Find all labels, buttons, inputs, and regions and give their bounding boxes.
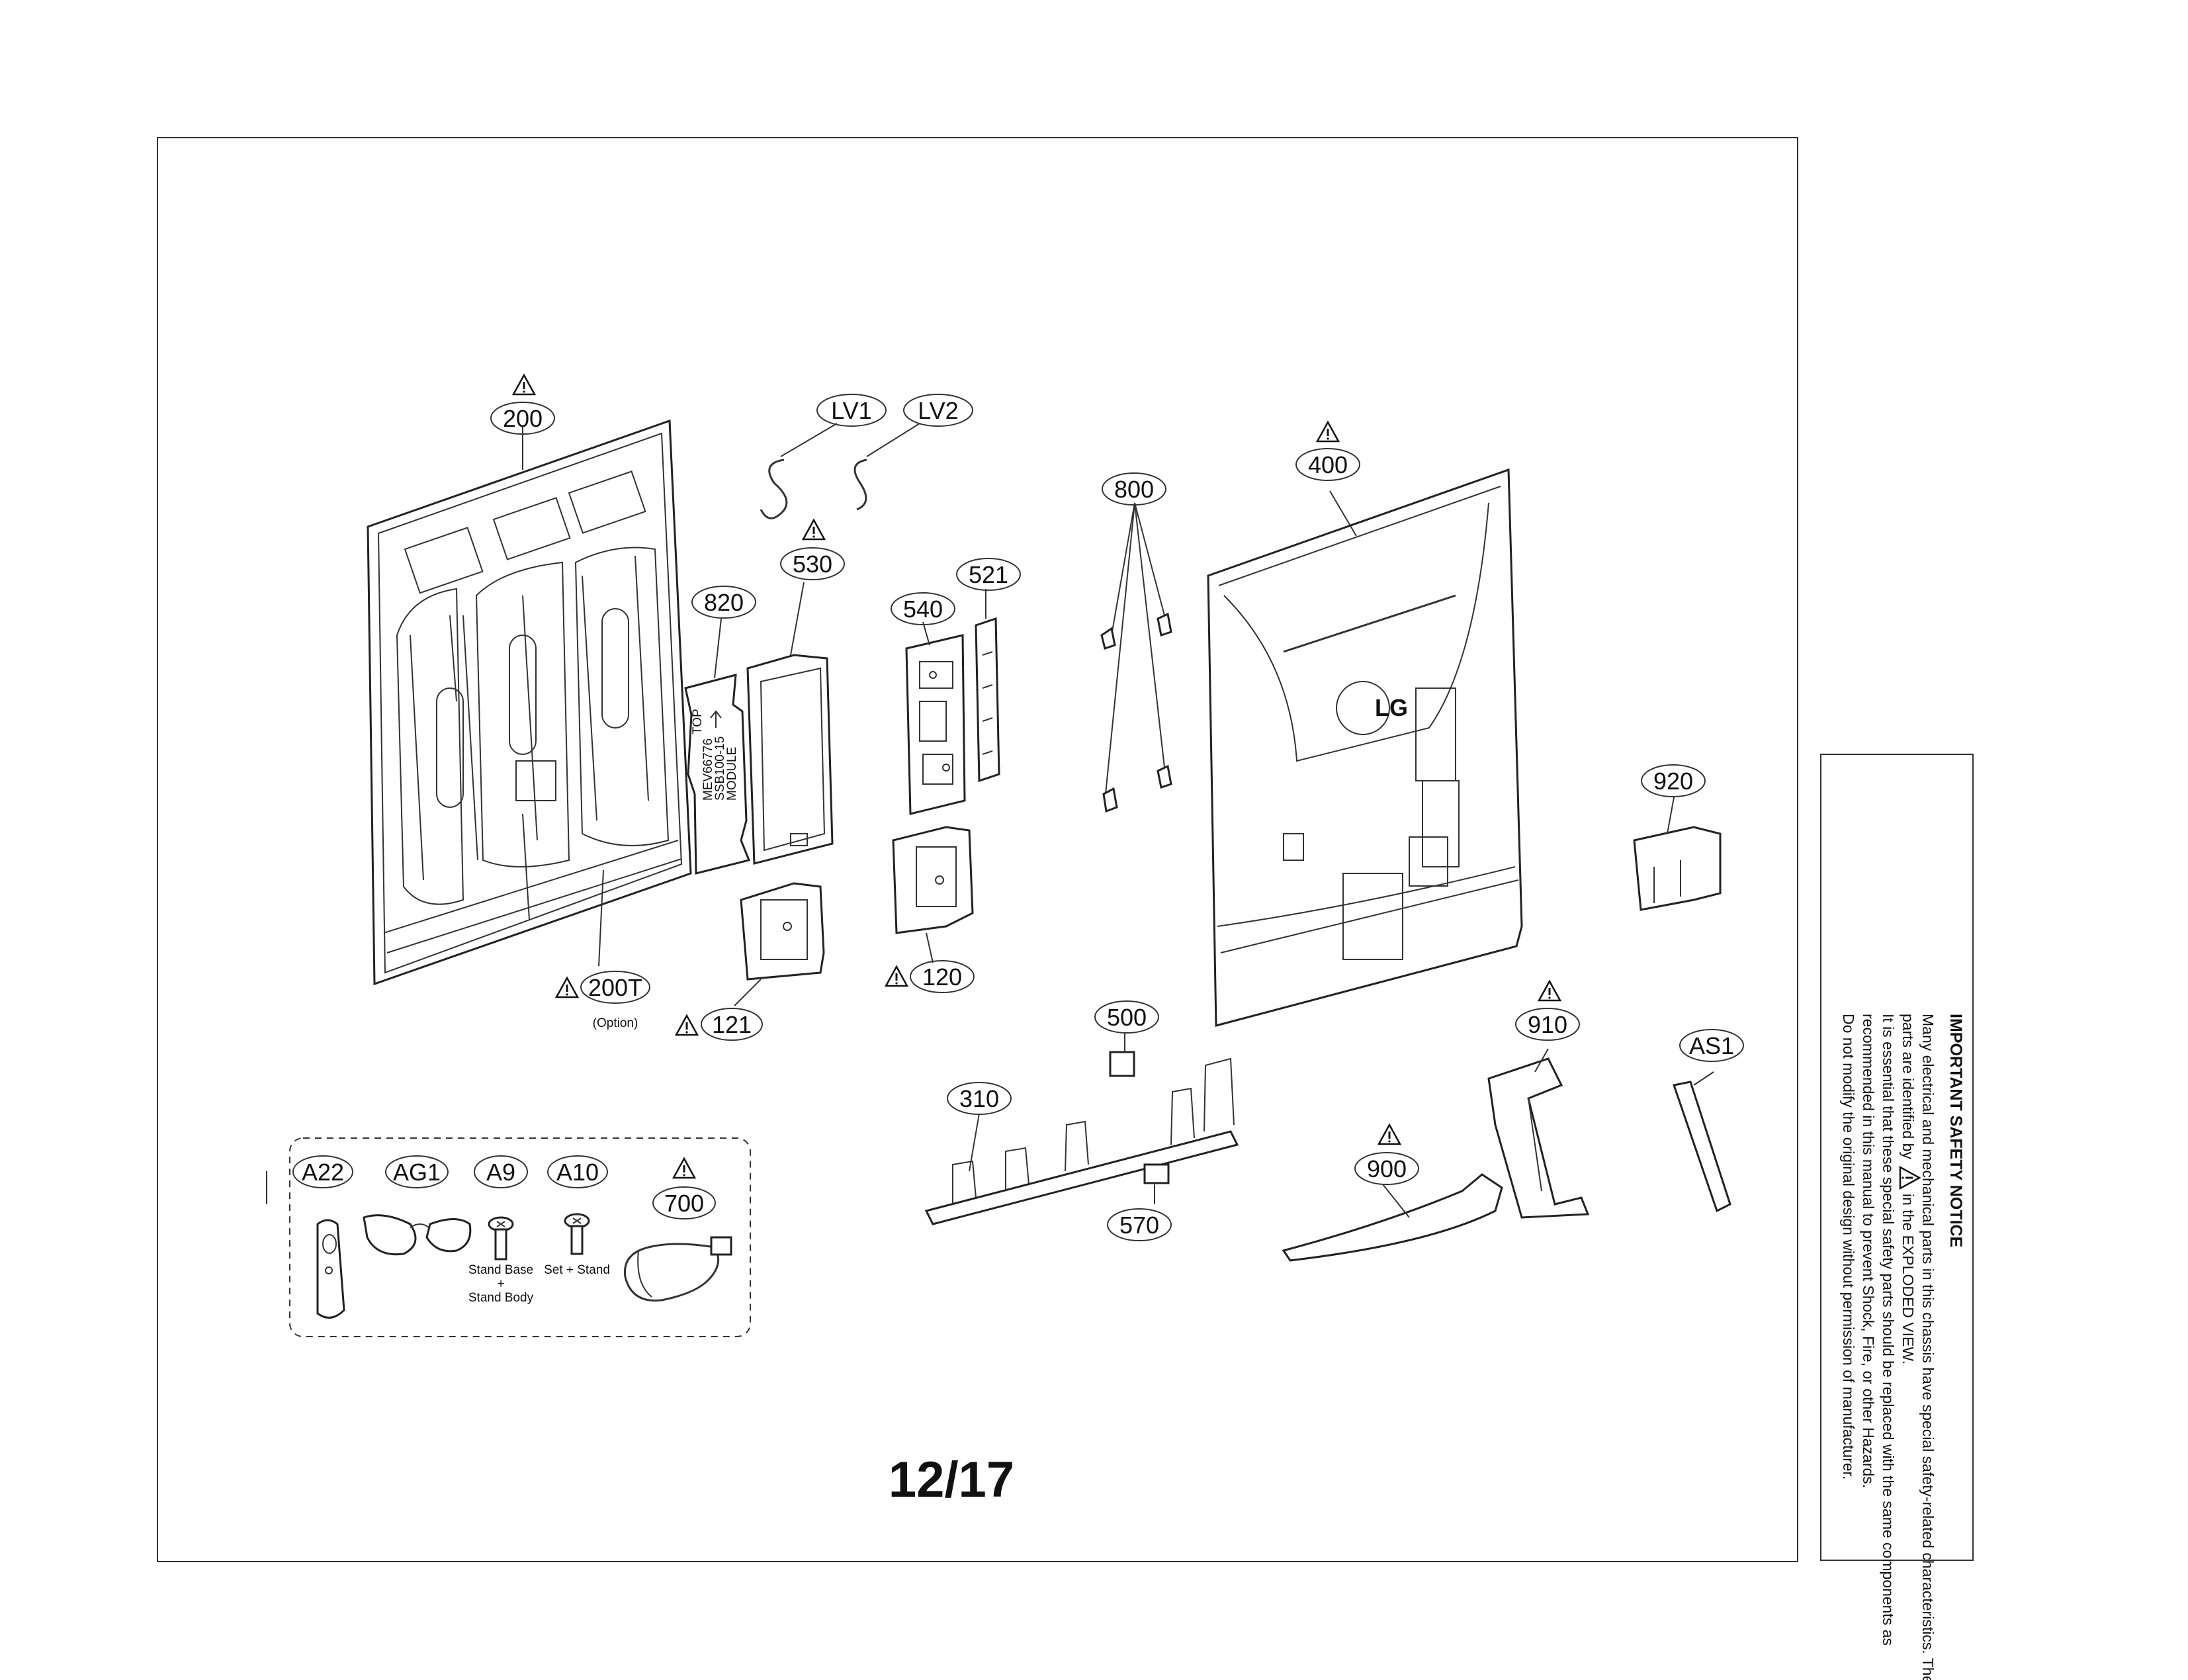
part-lv1-cable [760,423,838,519]
part-521-bar [975,617,1000,783]
svg-text:800: 800 [1114,476,1154,503]
safety-notice-line2a: parts are identified by [1900,1014,1917,1159]
part-120-bracket [892,826,974,934]
label-820-top-text: TOP [691,709,705,734]
accessories-box [289,1137,751,1337]
part-920-cover [1633,826,1722,911]
callout-200: 200 [490,374,555,435]
safety-notice-line4: recommended in this manual to prevent Sh… [1860,1014,1877,1488]
svg-text:AS1: AS1 [1689,1032,1734,1059]
svg-text:LV2: LV2 [918,397,958,424]
label-820-line3: MODULE [725,747,739,801]
label-820-line2: SSB100-15 [713,736,727,801]
part-400-back-cover: LG [1207,468,1523,1027]
a10-note: Set + Stand [544,1263,610,1277]
safety-notice-line5: Do not modify the original design withou… [1840,1014,1857,1480]
callout-400: 400 [1295,421,1360,481]
part-121-bracket [740,882,825,981]
callout-lv2: LV2 [903,394,973,427]
callout-800: 800 [1102,472,1166,506]
callout-lv1: LV1 [816,394,887,427]
part-700-power-cord [623,1236,732,1302]
part-910-stand-body [1487,1057,1590,1219]
svg-text:920: 920 [1653,768,1693,795]
a9-note-line2: + [497,1277,504,1291]
part-200-frame [367,419,692,986]
svg-text:910: 910 [1528,1011,1567,1038]
diagram-border [157,137,1798,1562]
svg-text:200T: 200T [588,974,642,1001]
part-540-board [905,634,966,815]
lg-logo-text: LG [1375,694,1408,721]
part-a10-screw [564,1213,590,1255]
safety-notice-line2b: in the EXPLODED VIEW. [1900,1194,1917,1364]
callout-920: 920 [1641,764,1706,797]
svg-text:820: 820 [704,589,744,616]
callout-700: 700 [652,1157,716,1219]
label-820-line1: MEV66776 [701,738,715,801]
part-900-stand-base [1282,1173,1503,1262]
svg-text:120: 120 [922,963,962,991]
callout-121: 121 [675,1008,763,1041]
callout-310: 310 [947,1082,1012,1115]
part-a22-remote [316,1219,345,1319]
svg-text:500: 500 [1107,1004,1147,1031]
safety-notice-line1: Many electrical and mechanical parts in … [1919,1014,1937,1680]
svg-text:A22: A22 [302,1159,344,1186]
part-as1-stand-cover [1673,1081,1731,1213]
svg-text:A10: A10 [556,1159,599,1186]
lg-logo-circle [1336,681,1390,735]
part-800-screws [1100,502,1172,813]
svg-text:200: 200 [503,405,543,432]
a9-note-line1: Stand Base [468,1263,533,1277]
part-ag1-glasses [363,1214,472,1256]
callout-200t-note: (Option) [593,1016,638,1030]
part-570-clip [1143,1163,1170,1184]
callout-120: 120 [885,960,975,993]
callout-a9: A9 [474,1155,528,1188]
callout-570: 570 [1107,1208,1172,1241]
svg-text:310: 310 [959,1085,999,1112]
callout-521: 521 [956,558,1021,591]
part-lv2-cable [853,423,920,511]
part-310-bracket [924,1057,1239,1225]
svg-text:LV1: LV1 [831,397,871,424]
svg-text:900: 900 [1367,1155,1407,1182]
svg-text:700: 700 [664,1190,704,1217]
safety-notice-box [1820,754,1974,1561]
a9-note-line3: Stand Body [468,1291,534,1305]
callout-820: 820 [691,586,756,619]
callout-as1: AS1 [1679,1029,1744,1062]
part-500-clip [1109,1051,1135,1077]
part-530-cover [746,654,834,865]
callout-a22: A22 [292,1155,353,1188]
svg-text:A9: A9 [486,1159,515,1186]
svg-text:521: 521 [969,561,1008,588]
safety-notice: IMPORTANT SAFETY NOTICE Many electrical … [1840,1014,1965,1680]
svg-text:530: 530 [793,551,832,578]
svg-text:121: 121 [712,1011,752,1038]
safety-notice-line3: It is essential that these special safet… [1880,1014,1897,1646]
part-820-label: TOP MEV66776 SSB100-15 MODULE [684,674,751,875]
callout-530: 530 [780,519,845,580]
page-number: 12/17 [889,1452,1014,1508]
svg-text:570: 570 [1119,1212,1159,1239]
svg-text:400: 400 [1308,451,1348,478]
svg-text:AG1: AG1 [393,1159,441,1186]
callout-a10: A10 [547,1155,608,1188]
callout-500: 500 [1094,1000,1159,1034]
safety-notice-title: IMPORTANT SAFETY NOTICE [1947,1014,1965,1247]
callout-910: 910 [1515,980,1580,1041]
callout-ag1: AG1 [385,1155,449,1188]
part-a9-screw [488,1216,514,1260]
svg-text:540: 540 [903,596,943,623]
callout-540: 540 [891,592,955,625]
callout-900: 900 [1354,1124,1419,1185]
callout-200t: 200T (Option) [555,971,650,1030]
